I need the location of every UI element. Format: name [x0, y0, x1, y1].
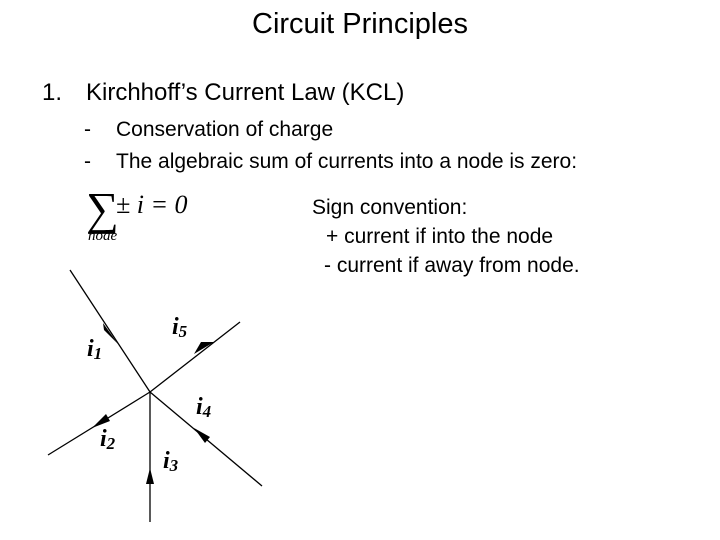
list-item-text: Kirchhoff’s Current Law (KCL) — [86, 79, 405, 106]
branch-i1 — [69, 269, 151, 393]
label-i1: i1 — [87, 336, 102, 363]
bullet-conservation: - Conservation of charge — [84, 118, 333, 142]
sign-convention-heading: Sign convention: — [312, 196, 468, 219]
branch-i5 — [149, 321, 241, 393]
bullet-dash: - — [84, 118, 91, 141]
formula-subscript: node — [88, 228, 118, 244]
sign-convention-negative: - current if away from node. — [324, 254, 580, 277]
arrow-i4 — [194, 428, 210, 443]
label-i3: i3 — [163, 448, 179, 475]
list-item-kcl: 1. Kirchhoff’s Current Law (KCL) — [42, 79, 404, 107]
summation-symbol: ∑ — [86, 183, 119, 234]
slide-title: Circuit Principles — [252, 8, 468, 40]
sign-convention: Sign convention: + current if into the n… — [312, 193, 580, 280]
label-i2: i2 — [100, 426, 116, 453]
bullet-dash: - — [84, 150, 91, 173]
sign-convention-positive: + current if into the node — [326, 225, 554, 248]
bullet-text: The algebraic sum of currents into a nod… — [116, 150, 578, 173]
kcl-formula: ∑ ± i = 0 node — [86, 183, 216, 250]
bullet-text: Conservation of charge — [116, 118, 334, 141]
arrow-i3 — [146, 468, 154, 484]
label-i5: i5 — [172, 314, 188, 341]
arrow-i1 — [103, 323, 118, 344]
formula-expression: ± i = 0 — [116, 190, 188, 219]
label-i4: i4 — [196, 394, 211, 421]
arrow-i5 — [194, 342, 214, 354]
bullet-algebraic-sum: - The algebraic sum of currents into a no… — [84, 150, 577, 174]
list-item-number: 1. — [42, 79, 63, 106]
arrow-i2 — [92, 414, 110, 428]
